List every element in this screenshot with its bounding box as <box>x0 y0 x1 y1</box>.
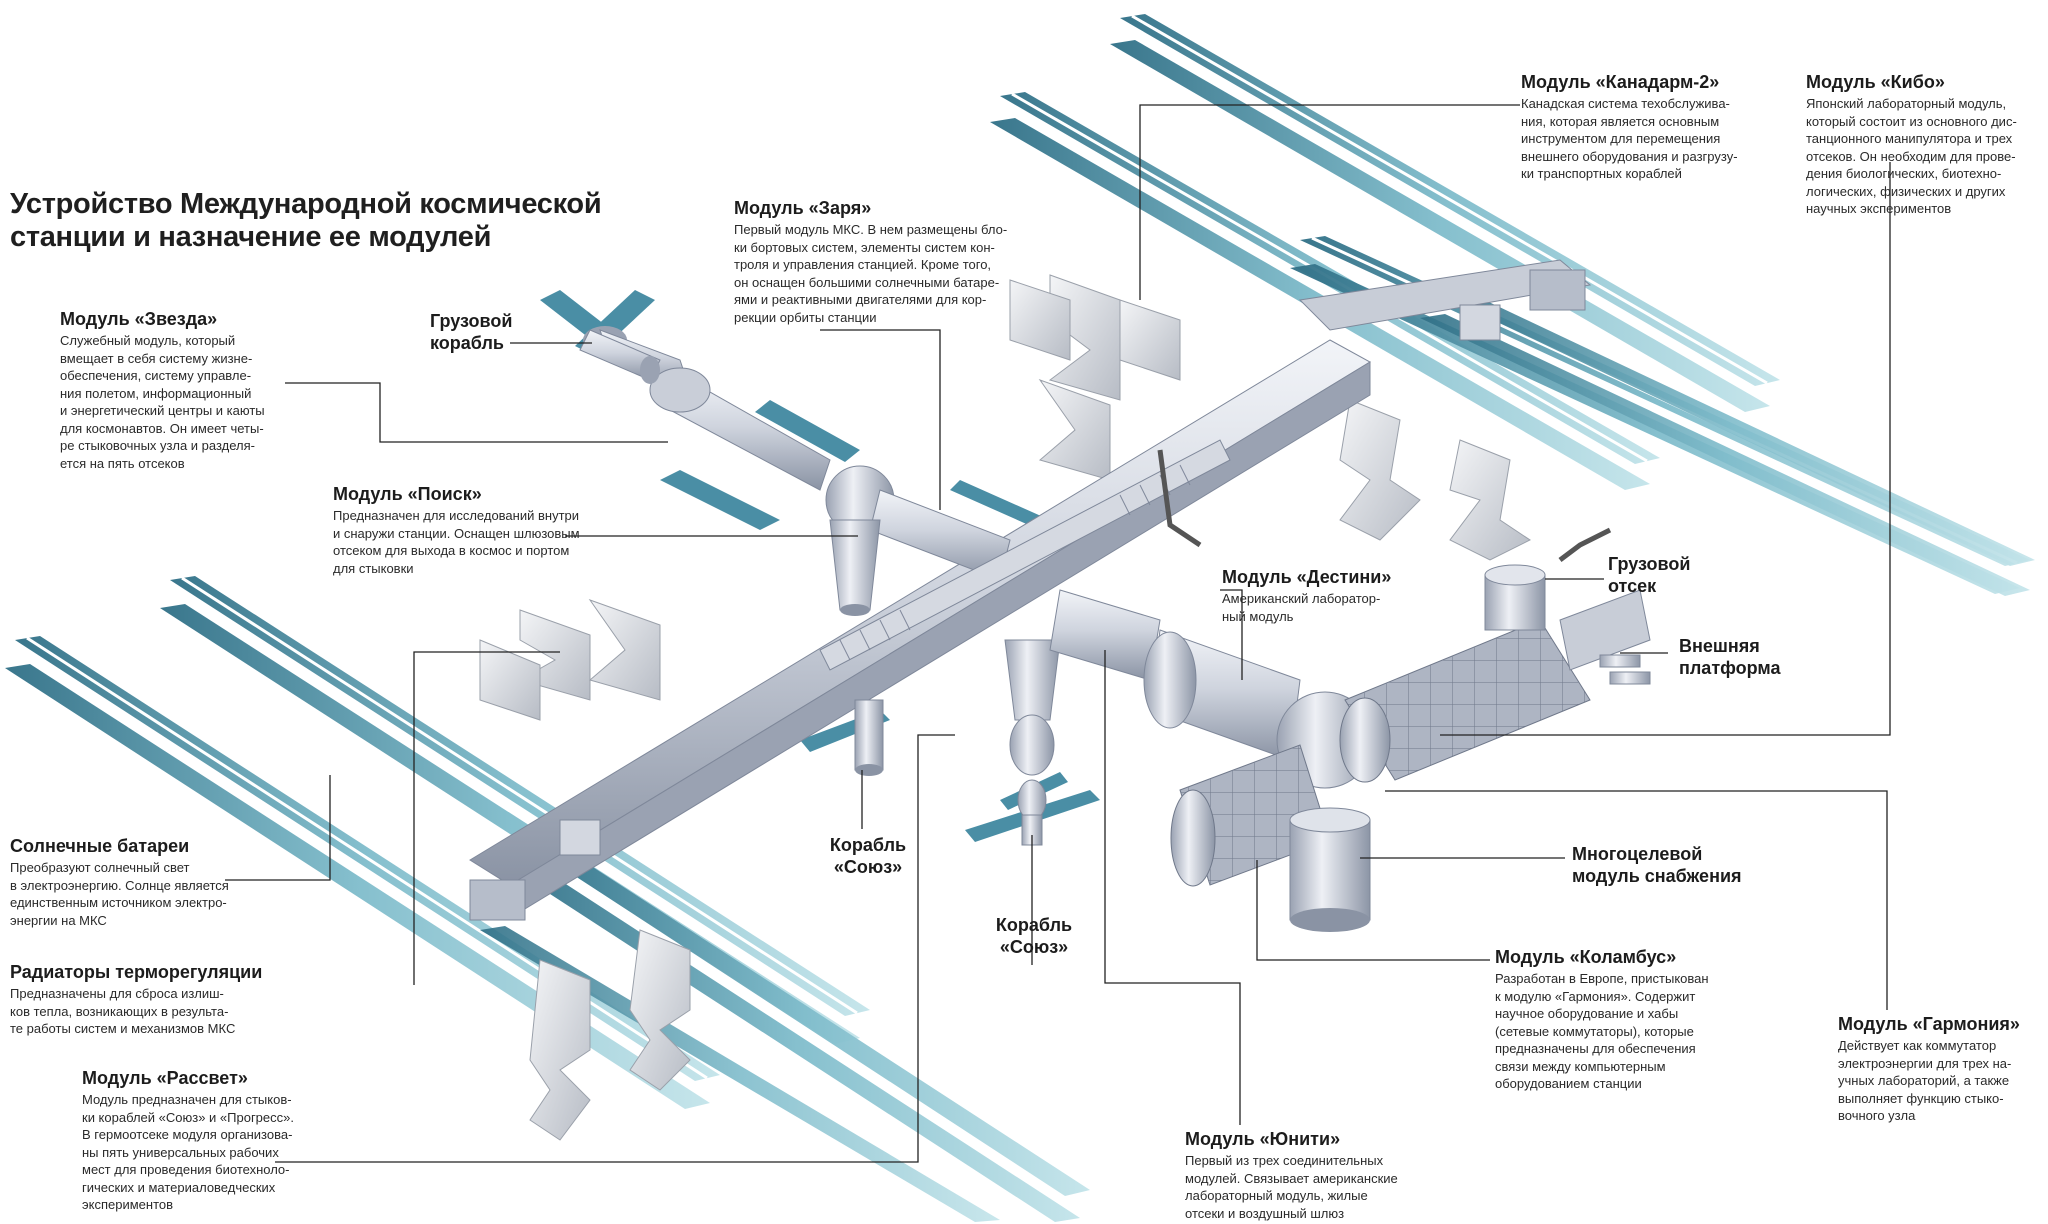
label-poisk-text: Предназначен для исследований внутри и с… <box>333 508 580 576</box>
label-canadarm: Модуль «Канадарм-2» Канадская система те… <box>1521 71 1776 183</box>
canadarm-shape <box>1157 449 1612 562</box>
leader-zvezda <box>285 382 668 443</box>
label-mplm-heading: Многоцелевой модуль снабжения <box>1572 844 1742 886</box>
label-solar-text: Преобразуют солнечный свет в электроэнер… <box>10 860 229 928</box>
label-zarya: Модуль «Заря» Первый модуль МКС. В нем р… <box>734 197 1044 326</box>
leader-radiators <box>413 651 560 985</box>
label-kibo-heading: Модуль «Кибо» <box>1806 72 1945 92</box>
kibo-module-shape <box>1339 619 1591 783</box>
label-cargo-bay-heading: Грузовой отсек <box>1608 554 1691 596</box>
label-kibo-text: Японский лабораторный модуль, который со… <box>1806 96 2017 216</box>
label-soyuz-2-heading: Корабль «Союз» <box>995 915 1073 957</box>
label-zvezda-text: Служебный модуль, который вмещает в себя… <box>60 333 265 471</box>
radiators <box>479 274 1531 1141</box>
leader-kibo <box>1440 162 1891 736</box>
label-soyuz-1-heading: Корабль «Союз» <box>829 835 907 877</box>
leader-solar <box>225 775 331 881</box>
label-radiators-text: Предназначены для сброса излиш- ков тепл… <box>10 986 236 1036</box>
label-poisk-heading: Модуль «Поиск» <box>333 484 482 504</box>
label-columbus-heading: Модуль «Коламбус» <box>1495 947 1677 967</box>
leader-destiny <box>1220 589 1243 680</box>
label-rassvet-heading: Модуль «Рассвет» <box>82 1068 248 1088</box>
label-harmony: Модуль «Гармония» Действует как коммутат… <box>1838 1013 2043 1125</box>
leader-canadarm <box>1139 104 1520 300</box>
label-unity-heading: Модуль «Юнити» <box>1185 1129 1341 1149</box>
label-kibo: Модуль «Кибо» Японский лабораторный моду… <box>1806 71 2046 218</box>
solar-array-lower-4 <box>480 926 1000 1222</box>
label-destiny-text: Американский лаборатор- ный модуль <box>1222 591 1381 624</box>
label-ext-platform-heading: Внешняя платформа <box>1679 636 1781 678</box>
label-soyuz-2: Корабль «Союз» <box>984 914 1084 958</box>
label-harmony-text: Действует как коммутатор электроэнергии … <box>1838 1038 2012 1123</box>
label-canadarm-heading: Модуль «Канадарм-2» <box>1521 72 1720 92</box>
label-cargo-bay: Грузовой отсек <box>1608 553 1708 597</box>
solar-array-lower-3 <box>510 836 1090 1222</box>
label-radiators-heading: Радиаторы терморегуляции <box>10 962 263 982</box>
label-soyuz-1: Корабль «Союз» <box>818 834 918 878</box>
russian-segment <box>583 326 1011 616</box>
label-solar-heading: Солнечные батареи <box>10 836 190 856</box>
label-rassvet: Модуль «Рассвет» Модуль предназначен для… <box>82 1067 342 1214</box>
solar-array-upper-4 <box>1420 286 2035 596</box>
leader-lines <box>225 104 1891 1163</box>
label-canadarm-text: Канадская система техобслужива- ния, кот… <box>1521 96 1738 181</box>
label-cargo-ship-heading: Грузовой корабль <box>430 311 513 353</box>
label-columbus: Модуль «Коламбус» Разработан в Европе, п… <box>1495 946 1735 1093</box>
leader-zarya <box>820 329 941 510</box>
label-harmony-heading: Модуль «Гармония» <box>1838 1014 2020 1034</box>
us-segment <box>1049 449 1651 932</box>
leader-columbus <box>1256 860 1490 961</box>
leader-harmony <box>1385 790 1888 1010</box>
soyuz-ship-1 <box>854 699 884 776</box>
label-zarya-heading: Модуль «Заря» <box>734 198 872 218</box>
label-mplm: Многоцелевой модуль снабжения <box>1572 843 1762 887</box>
cargo-ship <box>579 329 661 384</box>
label-columbus-text: Разработан в Европе, пристыкован к модул… <box>1495 971 1709 1091</box>
label-destiny-heading: Модуль «Дестини» <box>1222 567 1392 587</box>
page-title: Устройство Международной космической ста… <box>10 188 602 253</box>
label-solar: Солнечные батареи Преобразуют солнечный … <box>10 835 255 929</box>
label-zvezda-heading: Модуль «Звезда» <box>60 309 218 329</box>
label-zvezda: Модуль «Звезда» Служебный модуль, которы… <box>60 308 305 472</box>
label-destiny: Модуль «Дестини» Американский лаборатор-… <box>1222 566 1422 625</box>
solar-array-upper-1 <box>1110 14 1780 412</box>
label-ext-platform: Внешняя платформа <box>1679 635 1789 679</box>
leader-unity <box>1104 650 1241 1125</box>
label-cargo-ship: Грузовой корабль <box>430 310 540 354</box>
label-rassvet-text: Модуль предназначен для стыков- ки кораб… <box>82 1092 294 1212</box>
label-poisk: Модуль «Поиск» Предназначен для исследов… <box>333 483 633 577</box>
label-zarya-text: Первый модуль МКС. В нем размещены бло- … <box>734 222 1008 325</box>
label-unity: Модуль «Юнити» Первый из трех соединител… <box>1185 1128 1455 1222</box>
soyuz-ship-2 <box>1004 639 1061 846</box>
label-radiators: Радиаторы терморегуляции Предназначены д… <box>10 961 270 1038</box>
leader-rassvet <box>275 734 955 1163</box>
label-unity-text: Первый из трех соединительных модулей. С… <box>1185 1153 1398 1221</box>
